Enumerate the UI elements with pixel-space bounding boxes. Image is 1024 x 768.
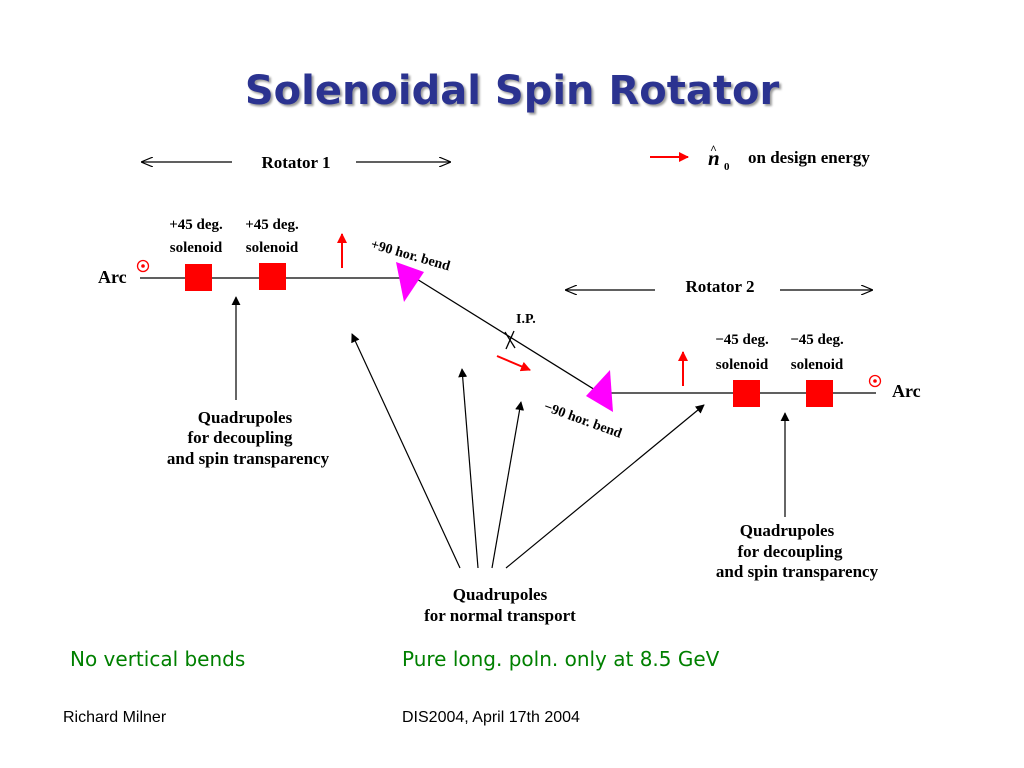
r1-solenoid-b-line1: +45 deg. (245, 217, 299, 233)
caption-no-vertical-bends: No vertical bends (70, 647, 246, 671)
r1-solenoid-a-line2: solenoid (170, 240, 223, 256)
legend-symbol-n: n (708, 146, 720, 170)
r2-solenoid-a-line1: −45 deg. (715, 332, 769, 348)
legend-text: on design energy (748, 148, 870, 167)
r2-solenoid-b-line1: −45 deg. (790, 332, 844, 348)
r2-solenoid-b (806, 380, 833, 407)
quad-right-line1: Quadrupoles (740, 521, 835, 540)
rotator2-label: Rotator 2 (685, 277, 754, 296)
slide-title: Solenoidal Spin Rotator (244, 68, 780, 114)
legend-symbol-hat: ^ (710, 142, 717, 156)
quad-bottom-line1: Quadrupoles (453, 585, 548, 604)
quad-left-line1: Quadrupoles (198, 408, 293, 427)
pointer-transport-4-icon (505, 404, 705, 569)
rotator1-span: Rotator 1 (142, 153, 450, 172)
quad-bottom-line2: for normal transport (424, 606, 576, 625)
spin-longitudinal-arrow-icon (496, 355, 531, 372)
bend-magnet-plus90 (396, 262, 424, 302)
r2-solenoid-b-line2: solenoid (791, 357, 844, 373)
quad-pointers (231, 296, 790, 569)
r1-solenoid-a (185, 264, 212, 291)
r1-solenoid-a-line1: +45 deg. (169, 217, 223, 233)
footer-event: DIS2004, April 17th 2004 (402, 709, 580, 726)
bend-magnet-minus90 (586, 370, 613, 412)
quad-left-label: Quadrupoles for decoupling and spin tran… (167, 408, 330, 468)
quad-left-line2: for decoupling (187, 428, 293, 447)
beam-out-right-icon (868, 374, 882, 388)
caption-pure-long-poln: Pure long. poln. only at 8.5 GeV (402, 647, 720, 671)
pointer-transport-3-icon (491, 401, 525, 569)
r2-solenoid-a (733, 380, 760, 407)
r1-solenoid-b (259, 263, 286, 290)
quad-bottom-label: Quadrupoles for normal transport (424, 585, 576, 625)
beam-out-left-icon (136, 259, 150, 273)
rotator1-label: Rotator 1 (261, 153, 330, 172)
quad-right-line3: and spin transparency (716, 562, 879, 581)
arc-right-label: Arc (892, 381, 921, 401)
r1-solenoid-b-line2: solenoid (246, 240, 299, 256)
legend-symbol-subscript: 0 (724, 161, 730, 173)
arc-left-label: Arc (98, 267, 127, 287)
ip-label: I.P. (516, 312, 536, 327)
quad-right-label: Quadrupoles for decoupling and spin tran… (716, 521, 879, 581)
ip-cross-icon (504, 330, 516, 350)
quad-left-line3: and spin transparency (167, 449, 330, 468)
pointer-transport-2-icon (458, 368, 479, 569)
legend: ^ n 0 on design energy (650, 142, 870, 173)
rotator2-span: Rotator 2 (566, 277, 872, 296)
pointer-transport-1-icon (351, 333, 461, 569)
quad-right-line2: for decoupling (737, 542, 843, 561)
r2-solenoid-a-line2: solenoid (716, 357, 769, 373)
footer-author: Richard Milner (63, 709, 167, 726)
